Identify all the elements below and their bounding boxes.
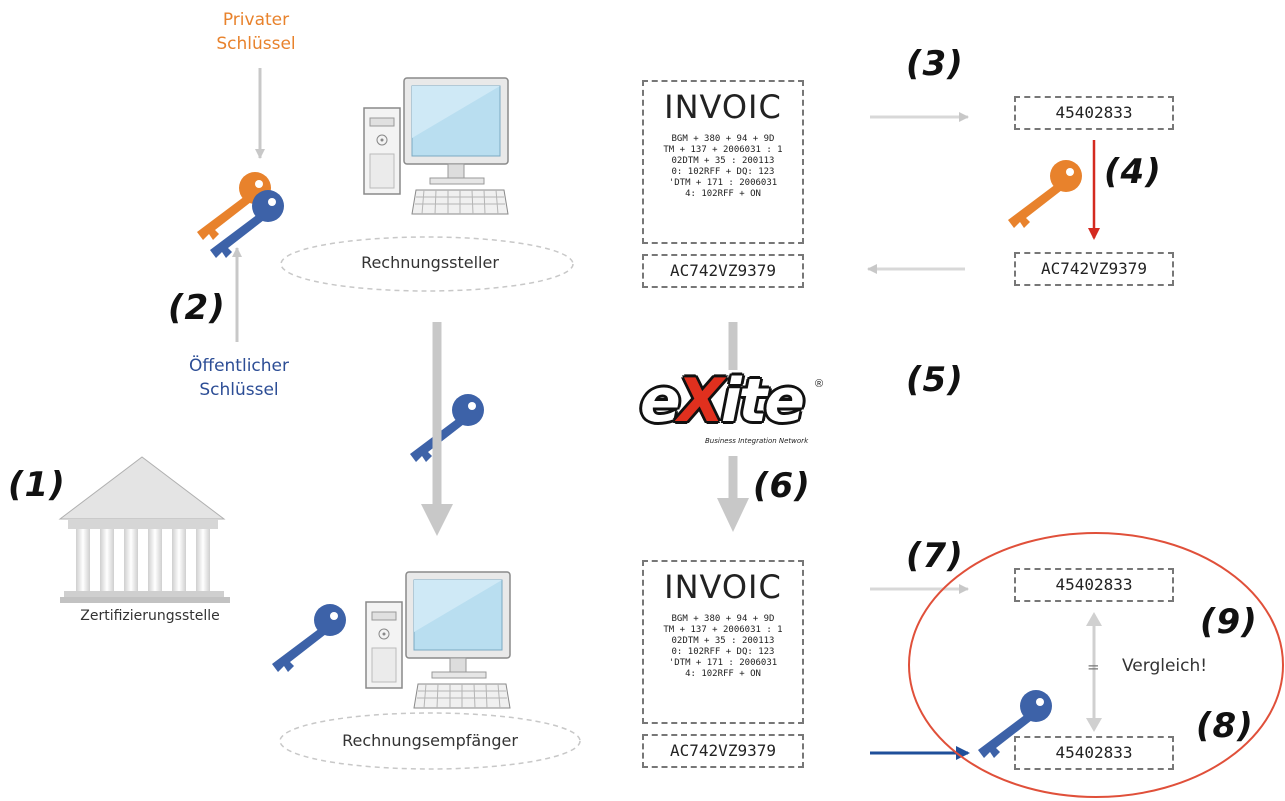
exite-logo-suffix: ite [720,366,805,436]
receiver-computer-icon [365,571,511,709]
step-9-label: (9) [1200,602,1258,642]
comparison-highlight-ring [908,532,1284,798]
authority-building-icon [58,456,230,603]
receiver-caption: Rechnungsempfänger [342,731,518,750]
sender-invoice-line: TM + 137 + 2006031 : 1 [663,145,783,155]
step-6-label: (6) [753,466,811,506]
sender-ellipse [280,236,574,292]
step-3-label: (3) [906,44,964,84]
receiver-invoice-title: INVOIC [664,568,782,606]
sender-invoice-line: 'DTM + 171 : 2006031 [668,178,778,188]
decrypted-hash-box: 45402833 [1014,736,1174,770]
public-key-label: Öffentlicher Schlüssel [164,354,314,402]
step-2-label: (2) [168,288,226,328]
sender-hash-box: 45402833 [1014,96,1174,130]
receiver-invoice-line: 4: 102RFF + ON [685,669,761,679]
exite-tagline: Business Integration Network [705,437,809,445]
sender-invoice-line: 4: 102RFF + ON [685,189,761,199]
sender-computer-icon [363,77,509,215]
sender-invoice-document: INVOIC BGM + 380 + 94 + 9D TM + 137 + 20… [642,80,804,244]
step-5-label: (5) [906,360,964,400]
exite-registered-mark: ® [815,378,824,390]
exite-logo-prefix: e [640,366,681,436]
private-key-label-line1: Privater [222,10,290,30]
sender-caption: Rechnungssteller [361,253,499,272]
step-1-label: (1) [8,465,66,505]
receiver-hash-box: 45402833 [1014,568,1174,602]
receiver-invoice-line: 'DTM + 171 : 2006031 [668,658,778,668]
sender-invoice-line: 0: 102RFF + DQ: 123 [671,167,775,177]
exite-logo-accent: X [677,366,724,436]
receiver-invoice-line: TM + 137 + 2006031 : 1 [663,625,783,635]
private-key-label-line2: Schlüssel [216,34,296,54]
public-key-label-line2: Schlüssel [199,380,279,400]
step-7-label: (7) [906,536,964,576]
receiver-blue-key-icon [272,604,346,672]
exite-logo: eXite [640,366,805,436]
public-key-label-line1: Öffentlicher [188,356,289,376]
sender-invoice-line: BGM + 380 + 94 + 9D [671,134,775,144]
receiver-invoice-document: INVOIC BGM + 380 + 94 + 9D TM + 137 + 20… [642,560,804,724]
compare-label: Vergleich! [1122,656,1208,676]
private-key-label: Privater Schlüssel [186,8,326,56]
receiver-invoice-line: 0: 102RFF + DQ: 123 [671,647,775,657]
equals-sign: = [1087,658,1100,676]
sender-signature-box: AC742VZ9379 [642,254,804,288]
authority-caption: Zertifizierungsstelle [80,608,220,624]
receiver-invoice-line: 02DTM + 35 : 200113 [671,636,775,646]
step-8-label: (8) [1196,706,1254,746]
transfer-blue-key-icon [410,394,484,462]
signing-orange-key-icon [1008,160,1082,228]
sender-invoice-title: INVOIC [664,88,782,126]
receiver-invoice-line: BGM + 380 + 94 + 9D [671,614,775,624]
step-4-label: (4) [1104,152,1162,192]
sender-invoice-line: 02DTM + 35 : 200113 [671,156,775,166]
receiver-ellipse [279,712,581,770]
receiver-signature-box: AC742VZ9379 [642,734,804,768]
signed-hash-box: AC742VZ9379 [1014,252,1174,286]
